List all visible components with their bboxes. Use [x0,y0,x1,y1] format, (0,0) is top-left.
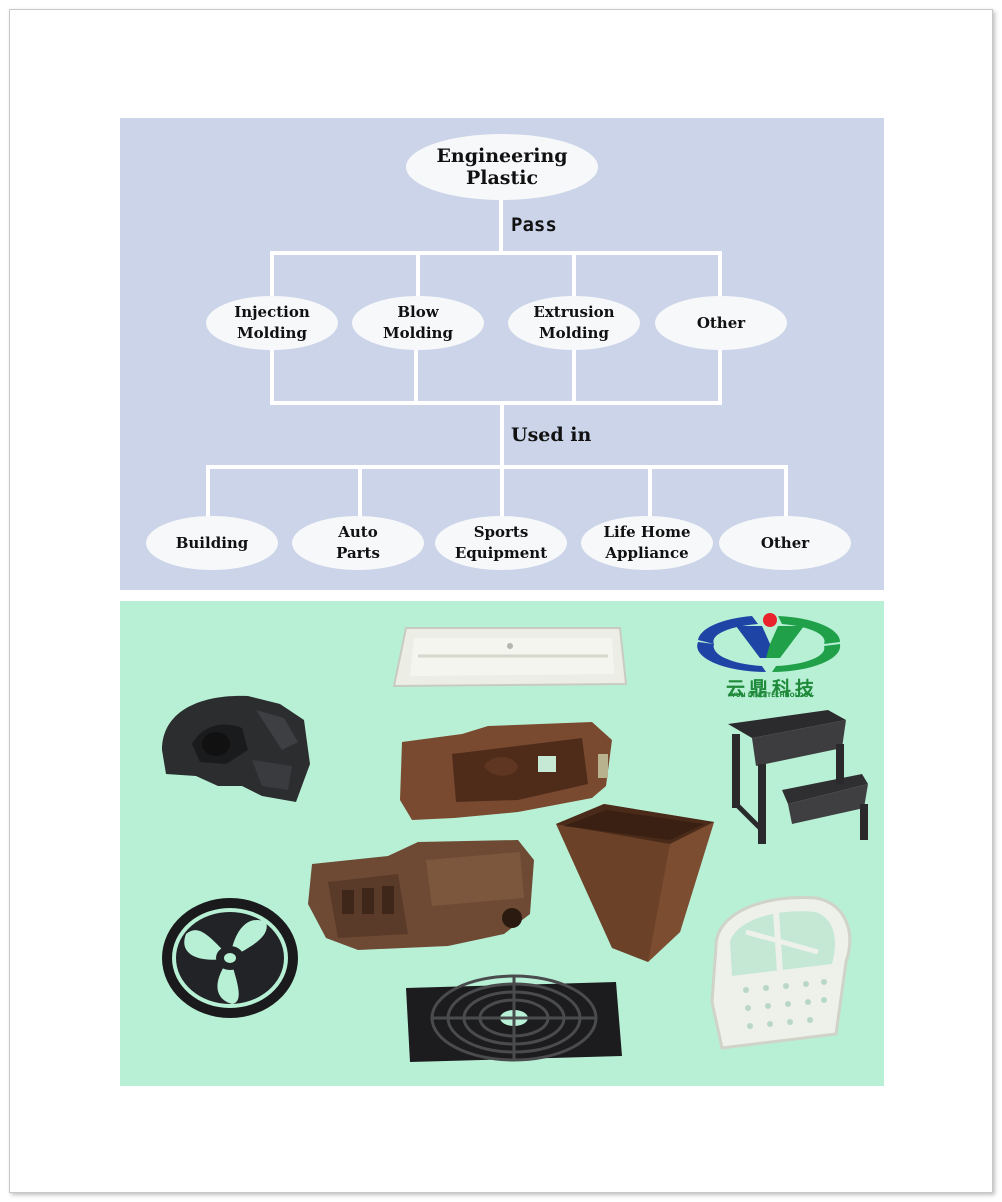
application-node: Life Home Appliance [581,516,713,570]
connector-line [414,340,418,405]
application-node: Sports Equipment [435,516,567,570]
application-node: Other [719,516,851,570]
white-tray-image [392,627,628,688]
logo-english-text: YUN DING TECHNOLOGY [731,692,813,699]
process-node: Extrusion Molding [508,296,640,350]
process-node: Blow Molding [352,296,484,350]
connector-line [500,465,504,521]
connector-line [648,465,652,521]
connector-line [500,401,504,469]
connector-line [270,401,722,405]
connector-label-used-in: Used in [511,424,592,446]
company-logo-icon [697,613,841,672]
brown-bracket-image [308,840,534,950]
logo-chinese-text: 云鼎科技 [725,678,818,700]
application-node: Auto Parts [292,516,424,570]
connector-line [416,251,420,303]
root-node: Engineering Plastic [406,134,598,200]
process-node: Injection Molding [206,296,338,350]
brown-bin-image [556,804,714,962]
connector-line [572,340,576,405]
connector-line [718,251,722,303]
connector-line [270,251,722,255]
connector-line [270,251,274,303]
helmet-shell-image [162,695,310,802]
black-wheel-image [162,898,298,1018]
white-chair-back-image [710,895,852,1050]
connector-line [572,251,576,303]
connector-line [206,465,210,521]
connector-line [270,340,274,405]
connector-line [718,340,722,405]
connector-label-pass: Pass [511,214,557,236]
fan-guard-image [406,974,622,1062]
application-node: Building [146,516,278,570]
process-node: Other [655,296,787,350]
connector-line [784,465,788,521]
connector-line [358,465,362,521]
connector-line [206,465,788,469]
connector-line [499,198,503,254]
brown-housing-image [400,722,612,820]
step-stool-image [728,710,868,844]
